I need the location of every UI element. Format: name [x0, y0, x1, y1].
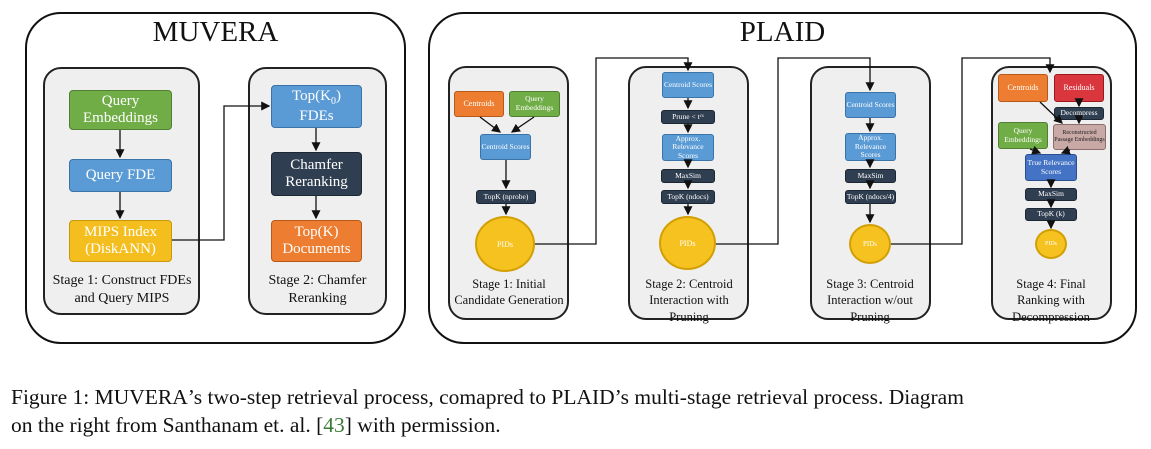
plaid-s2-pids: PIDs	[659, 216, 716, 270]
arrow-s3-to-s4	[891, 57, 1055, 245]
mips-index-box: MIPS Index (DiskANN)	[69, 220, 172, 262]
plaid-s4-centroids: Centroids	[998, 74, 1048, 102]
muvera-panel	[25, 12, 406, 344]
arrow-s4-recon-to-true	[1060, 146, 1071, 155]
plaid-s1-topk: TopK (nprobe)	[476, 190, 536, 204]
plaid-s1-centroids: Centroids	[454, 91, 504, 117]
caption-text2-before: on the right from Santhanam et. al. [	[11, 413, 324, 437]
muvera-word: MUVERA	[94, 385, 188, 409]
topk0-line2: FDEs	[299, 107, 334, 124]
figure-caption-line1: Figure 1: MUVERA’s two-step retrieval pr…	[11, 384, 964, 412]
plaid-s4-reconstructed: Reconstructed Passage Embeddings	[1053, 124, 1106, 150]
caption-text1: ’s two-step retrieval process, comapred …	[187, 385, 964, 409]
topk0-fdes-box: Top(K0) FDEs	[271, 85, 362, 128]
plaid-s2-approx-scores: Approx. Relevance Scores	[662, 134, 714, 161]
figure-caption-line2: on the right from Santhanam et. al. [43]…	[11, 412, 501, 440]
arrow-s4-qe-to-true	[1029, 145, 1042, 155]
query-fde-box: Query FDE	[69, 159, 172, 192]
figure-label: Figure 1:	[11, 385, 90, 409]
chamfer-reranking-box: Chamfer Reranking	[271, 152, 362, 196]
plaid-s3-centroid-scores: Centroid Scores	[845, 92, 896, 118]
plaid-s2-centroid-scores: Centroid Scores	[662, 72, 714, 98]
topk-documents-box: Top(K) Documents	[271, 220, 362, 262]
plaid-s3-approx-scores: Approx. Relevance Scores	[845, 133, 896, 161]
plaid-s4-true-relevance: True Relevance Scores	[1025, 154, 1077, 181]
plaid-s3-pids: PIDs	[849, 224, 891, 264]
query-embeddings-box: Query Embeddings	[69, 90, 172, 130]
arrow-s4-centroids-to-recon	[1039, 101, 1063, 124]
plaid-s4-residuals: Residuals	[1054, 74, 1104, 102]
plaid-s4-query-embeddings: Query Embeddings	[998, 122, 1048, 149]
arrow-s1-qe-to-scores	[510, 116, 535, 133]
plaid-s3-topk: TopK (ndocs/4)	[845, 190, 896, 204]
plaid-s1-pids: PIDs	[475, 216, 535, 272]
plaid-stage1-caption: Stage 1: Initial Candidate Generation	[454, 277, 564, 308]
plaid-s1-query-embeddings: Query Embeddings	[509, 91, 560, 117]
arrow-s1-to-s2	[535, 57, 693, 245]
plaid-s1-centroid-scores: Centroid Scores	[480, 134, 531, 160]
plaid-stage3-caption: Stage 3: Centroid Interaction w/out Prun…	[826, 277, 914, 324]
plaid-stage4-caption: Stage 4: Final Ranking with Decompressio…	[1012, 277, 1090, 324]
citation-link[interactable]: 43	[323, 413, 345, 437]
arrow-s2-to-s3	[716, 57, 875, 245]
topk0-line1: Top(K0)	[292, 88, 341, 108]
plaid-s2-topk: TopK (ndocs)	[661, 190, 715, 204]
muvera-stage1-caption: Stage 1: Construct FDEs and Query MIPS	[52, 273, 192, 307]
plaid-s4-pids: PIDs	[1035, 229, 1067, 259]
plaid-panel	[428, 12, 1137, 344]
arrow-s1-centroids-to-scores	[479, 116, 502, 133]
caption-text2-after: ] with permission.	[344, 413, 501, 437]
muvera-stage2-caption: Stage 2: Chamfer Reranking	[268, 273, 367, 307]
arrow-mips-to-topk0	[172, 101, 271, 241]
plaid-stage2-caption: Stage 2: Centroid Interaction with Pruni…	[645, 277, 733, 324]
plaid-title: PLAID	[739, 16, 826, 48]
muvera-title: MUVERA	[152, 16, 279, 48]
